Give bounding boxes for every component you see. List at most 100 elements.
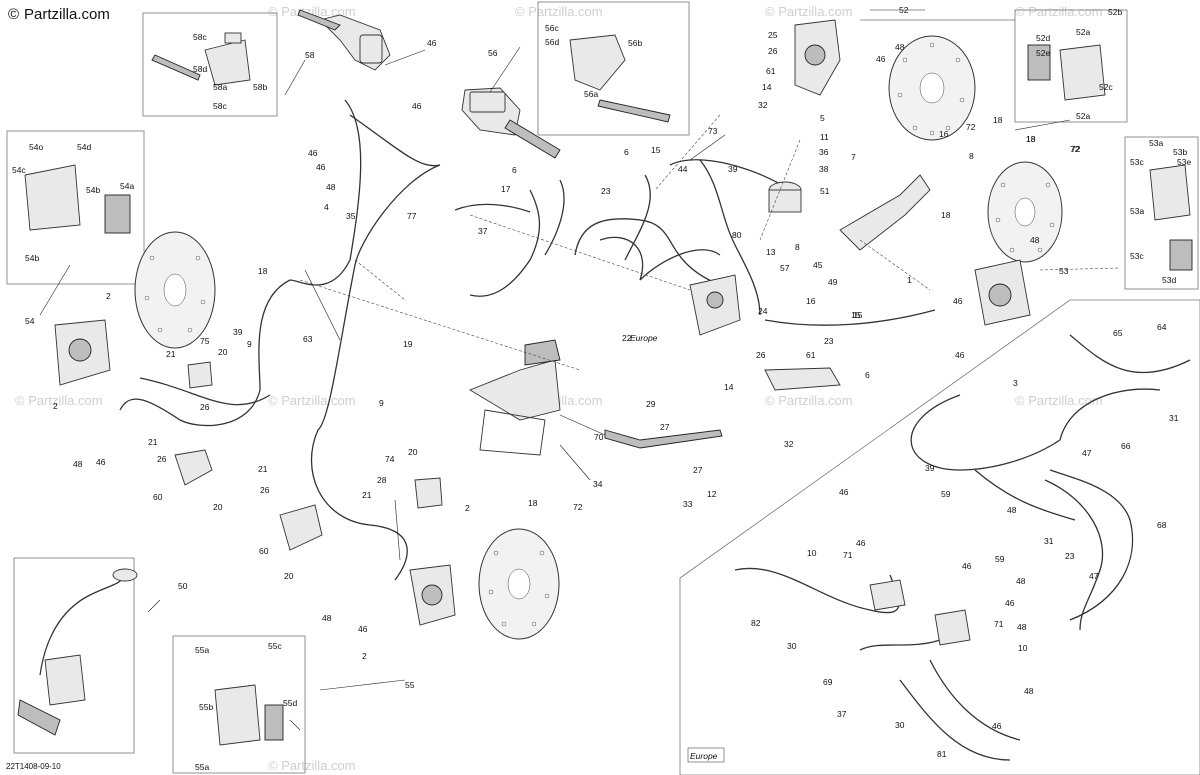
callout: 44 xyxy=(678,164,688,174)
bracket-60-upper xyxy=(174,449,213,486)
region-tags: Europe Europe xyxy=(630,333,718,761)
callout: 55a xyxy=(195,762,209,772)
callout: 25 xyxy=(768,30,778,40)
callout: 3 xyxy=(1013,378,1018,388)
callout: 72 xyxy=(966,122,976,132)
abs-modulator-71-lower xyxy=(934,609,971,646)
callout: 48 xyxy=(326,182,336,192)
callout: 72 xyxy=(1071,144,1081,154)
callout: 17 xyxy=(501,184,511,194)
callout: 22 xyxy=(622,333,632,343)
callout: 16 xyxy=(939,129,949,139)
watermark: © Partzilla.com xyxy=(268,393,356,408)
callout: 66 xyxy=(1121,441,1131,451)
callout: 5 xyxy=(820,113,825,123)
callout: 53d xyxy=(1162,275,1176,285)
callout: 53c xyxy=(1130,251,1144,261)
callout: 35 xyxy=(346,211,356,221)
callout: 14 xyxy=(724,382,734,392)
callout: 73 xyxy=(708,126,718,136)
callout: 56a xyxy=(584,89,598,99)
inset-58-front-master-cylinder xyxy=(142,12,278,117)
callout: 9 xyxy=(247,339,252,349)
brake-disc-upper-right xyxy=(888,35,976,141)
callout: 46 xyxy=(358,624,368,634)
callout: 11 xyxy=(820,132,829,142)
callout: 23 xyxy=(601,186,611,196)
callout: 52d xyxy=(1036,33,1050,43)
callout: 26 xyxy=(756,350,766,360)
callout: 39 xyxy=(925,463,935,473)
callout: 71 xyxy=(994,619,1004,629)
callout: 46 xyxy=(308,148,318,158)
inset-54-parts xyxy=(24,164,131,234)
pedal-assembly-70 xyxy=(468,339,561,456)
abs-unit-57 xyxy=(689,274,741,336)
reservoir-51 xyxy=(768,181,802,213)
callout: 52 xyxy=(899,5,909,15)
callout: 72 xyxy=(573,502,583,512)
master-cylinder-56 xyxy=(461,87,561,159)
callout: 8 xyxy=(969,151,974,161)
watermark: © Partzilla.com xyxy=(15,393,103,408)
callout: 30 xyxy=(787,641,797,651)
copyright-symbol: © xyxy=(8,6,19,23)
callout: 6 xyxy=(865,370,870,380)
inset-52-caliper xyxy=(1014,9,1128,123)
callout: 20 xyxy=(213,502,223,512)
callout: 55c xyxy=(268,641,282,651)
callout: 20 xyxy=(218,347,228,357)
callout: 31 xyxy=(1169,413,1179,423)
callout: 26 xyxy=(200,402,210,412)
callout: 33 xyxy=(683,499,693,509)
callout: 59 xyxy=(995,554,1005,564)
callout: 46 xyxy=(962,561,972,571)
callout: 72 xyxy=(1070,144,1080,154)
callout: 77 xyxy=(407,211,417,221)
callout: 19 xyxy=(403,339,413,349)
callout: 23 xyxy=(1065,551,1075,561)
caliper-54 xyxy=(54,319,111,386)
callout: 18 xyxy=(258,266,268,276)
callout: 37 xyxy=(478,226,488,236)
brake-disc-right xyxy=(987,161,1063,263)
callout: 4 xyxy=(324,202,329,212)
bracket-75 xyxy=(187,361,213,389)
callout: 81 xyxy=(937,749,947,759)
callout: 56c xyxy=(545,23,559,33)
callout: 34 xyxy=(593,479,603,489)
callout: 26 xyxy=(157,454,167,464)
callout: 69 xyxy=(823,677,833,687)
callout: 56d xyxy=(545,37,559,47)
callout: 59 xyxy=(941,489,951,499)
europe-label: Europe xyxy=(630,333,658,343)
callout: 53b xyxy=(1173,147,1187,157)
bracket-61 xyxy=(764,367,841,391)
callout: 32 xyxy=(784,439,794,449)
callout: 2 xyxy=(53,401,58,411)
callout: 6 xyxy=(512,165,517,175)
callout: 10 xyxy=(1018,643,1028,653)
europe-tag-box xyxy=(687,747,725,763)
callout: 53 xyxy=(1059,266,1069,276)
callout: 58c xyxy=(213,101,227,111)
callout: 54a xyxy=(120,181,134,191)
bracket-45 xyxy=(839,174,931,251)
leader-lines xyxy=(39,9,1121,731)
callout: 58a xyxy=(213,82,227,92)
master-cylinder-50 xyxy=(17,568,138,736)
callout: 18 xyxy=(528,498,538,508)
callout: 30 xyxy=(895,720,905,730)
inset-52-parts xyxy=(1027,44,1106,101)
callout: 48 xyxy=(73,459,83,469)
callout: 27 xyxy=(660,422,670,432)
callout: 75 xyxy=(200,336,210,346)
callout: 55a xyxy=(195,645,209,655)
callout: 32 xyxy=(758,100,768,110)
inset-56-parts xyxy=(569,34,671,123)
inset-europe-abs-region xyxy=(679,299,1200,775)
callout: 58 xyxy=(305,50,315,60)
callout: 48 xyxy=(1030,235,1040,245)
callout: 54d xyxy=(77,142,91,152)
brand-name: Partzilla.com xyxy=(24,6,110,23)
